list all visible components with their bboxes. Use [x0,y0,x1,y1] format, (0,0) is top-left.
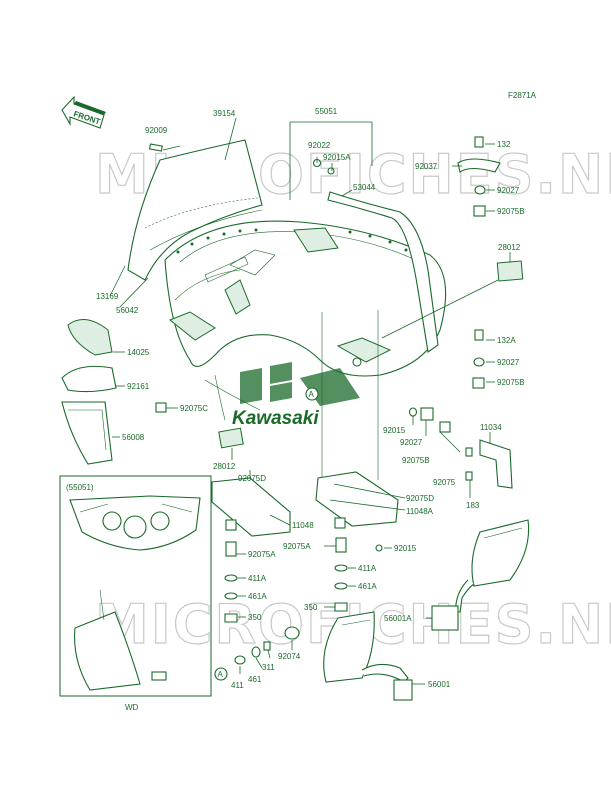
label-92015-low: 92015 [394,544,417,553]
label-28012-right: 28012 [498,243,521,252]
label-11048: 11048 [292,521,314,530]
mirror-right [431,519,530,631]
label-53044: 53044 [353,183,376,192]
label-56042: 56042 [116,306,139,315]
brackets-11048 [211,471,399,537]
windshield [127,139,263,281]
inset-title: (55051) [66,483,94,492]
svg-text:A: A [218,670,224,679]
label-92027-mid: 92027 [497,358,520,367]
label-55051: 55051 [315,107,338,116]
ref-marker-a1: A [305,387,319,401]
label-92074: 92074 [278,652,301,661]
kawasaki-logo: Kawasaki [232,362,360,429]
label-311: 311 [262,663,275,672]
label-92075a-right: 92075A [283,542,311,551]
group-bracket-55051 [289,121,373,200]
label-92075d-left: 92075D [238,474,266,483]
label-461: 461 [248,675,262,684]
label-39154: 39154 [213,109,236,118]
mirror-left [323,611,413,701]
label-461a-left: 461A [248,592,267,601]
leader-lines [109,117,511,685]
front-arrow-icon: FRONT [61,95,106,129]
label-92075c: 92075C [180,404,208,413]
label-92075a-left: 92075A [248,550,276,559]
svg-text:A: A [309,390,315,399]
label-183: 183 [466,501,480,510]
brace-53044 [327,191,439,353]
label-132a: 132A [497,336,516,345]
label-350-right: 350 [304,603,318,612]
label-92037: 92037 [415,162,438,171]
label-92075b-top: 92075B [497,207,525,216]
label-56001a: 56001A [384,614,412,623]
left-parts [61,319,117,465]
inset-box [59,475,212,697]
label-28012-left: 28012 [213,462,236,471]
label-92027-low: 92027 [400,438,423,447]
label-56008: 56008 [122,433,145,442]
label-13169: 13169 [96,292,119,301]
label-411: 411 [231,681,244,690]
label-92015a-top: 92015A [323,153,351,162]
label-92015-mid: 92015 [383,426,406,435]
ref-marker-a2: A [214,667,228,681]
label-132: 132 [497,140,511,149]
diagram-ref: F2871A [508,91,537,100]
label-411a-left: 411A [248,574,267,583]
label-56001: 56001 [428,680,451,689]
hardware [148,136,524,489]
label-11034: 11034 [480,423,502,432]
logo-text: Kawasaki [232,408,319,429]
label-11048a: 11048A [406,507,434,516]
label-92009: 92009 [145,126,168,135]
upper-cowl [164,220,447,377]
label-92075: 92075 [433,478,456,487]
label-411a-right: 411A [358,564,377,573]
label-92075b-low: 92075B [402,456,430,465]
label-92027-top: 92027 [497,186,520,195]
label-92161: 92161 [127,382,150,391]
label-92022: 92022 [308,141,331,150]
inset-footer: WD [125,703,139,712]
label-92075b-mid: 92075B [497,378,525,387]
label-350-left: 350 [248,613,262,622]
label-461a-right: 461A [358,582,377,591]
label-14025: 14025 [127,348,150,357]
bottom-hardware [224,537,383,665]
label-92075d-right: 92075D [406,494,434,503]
